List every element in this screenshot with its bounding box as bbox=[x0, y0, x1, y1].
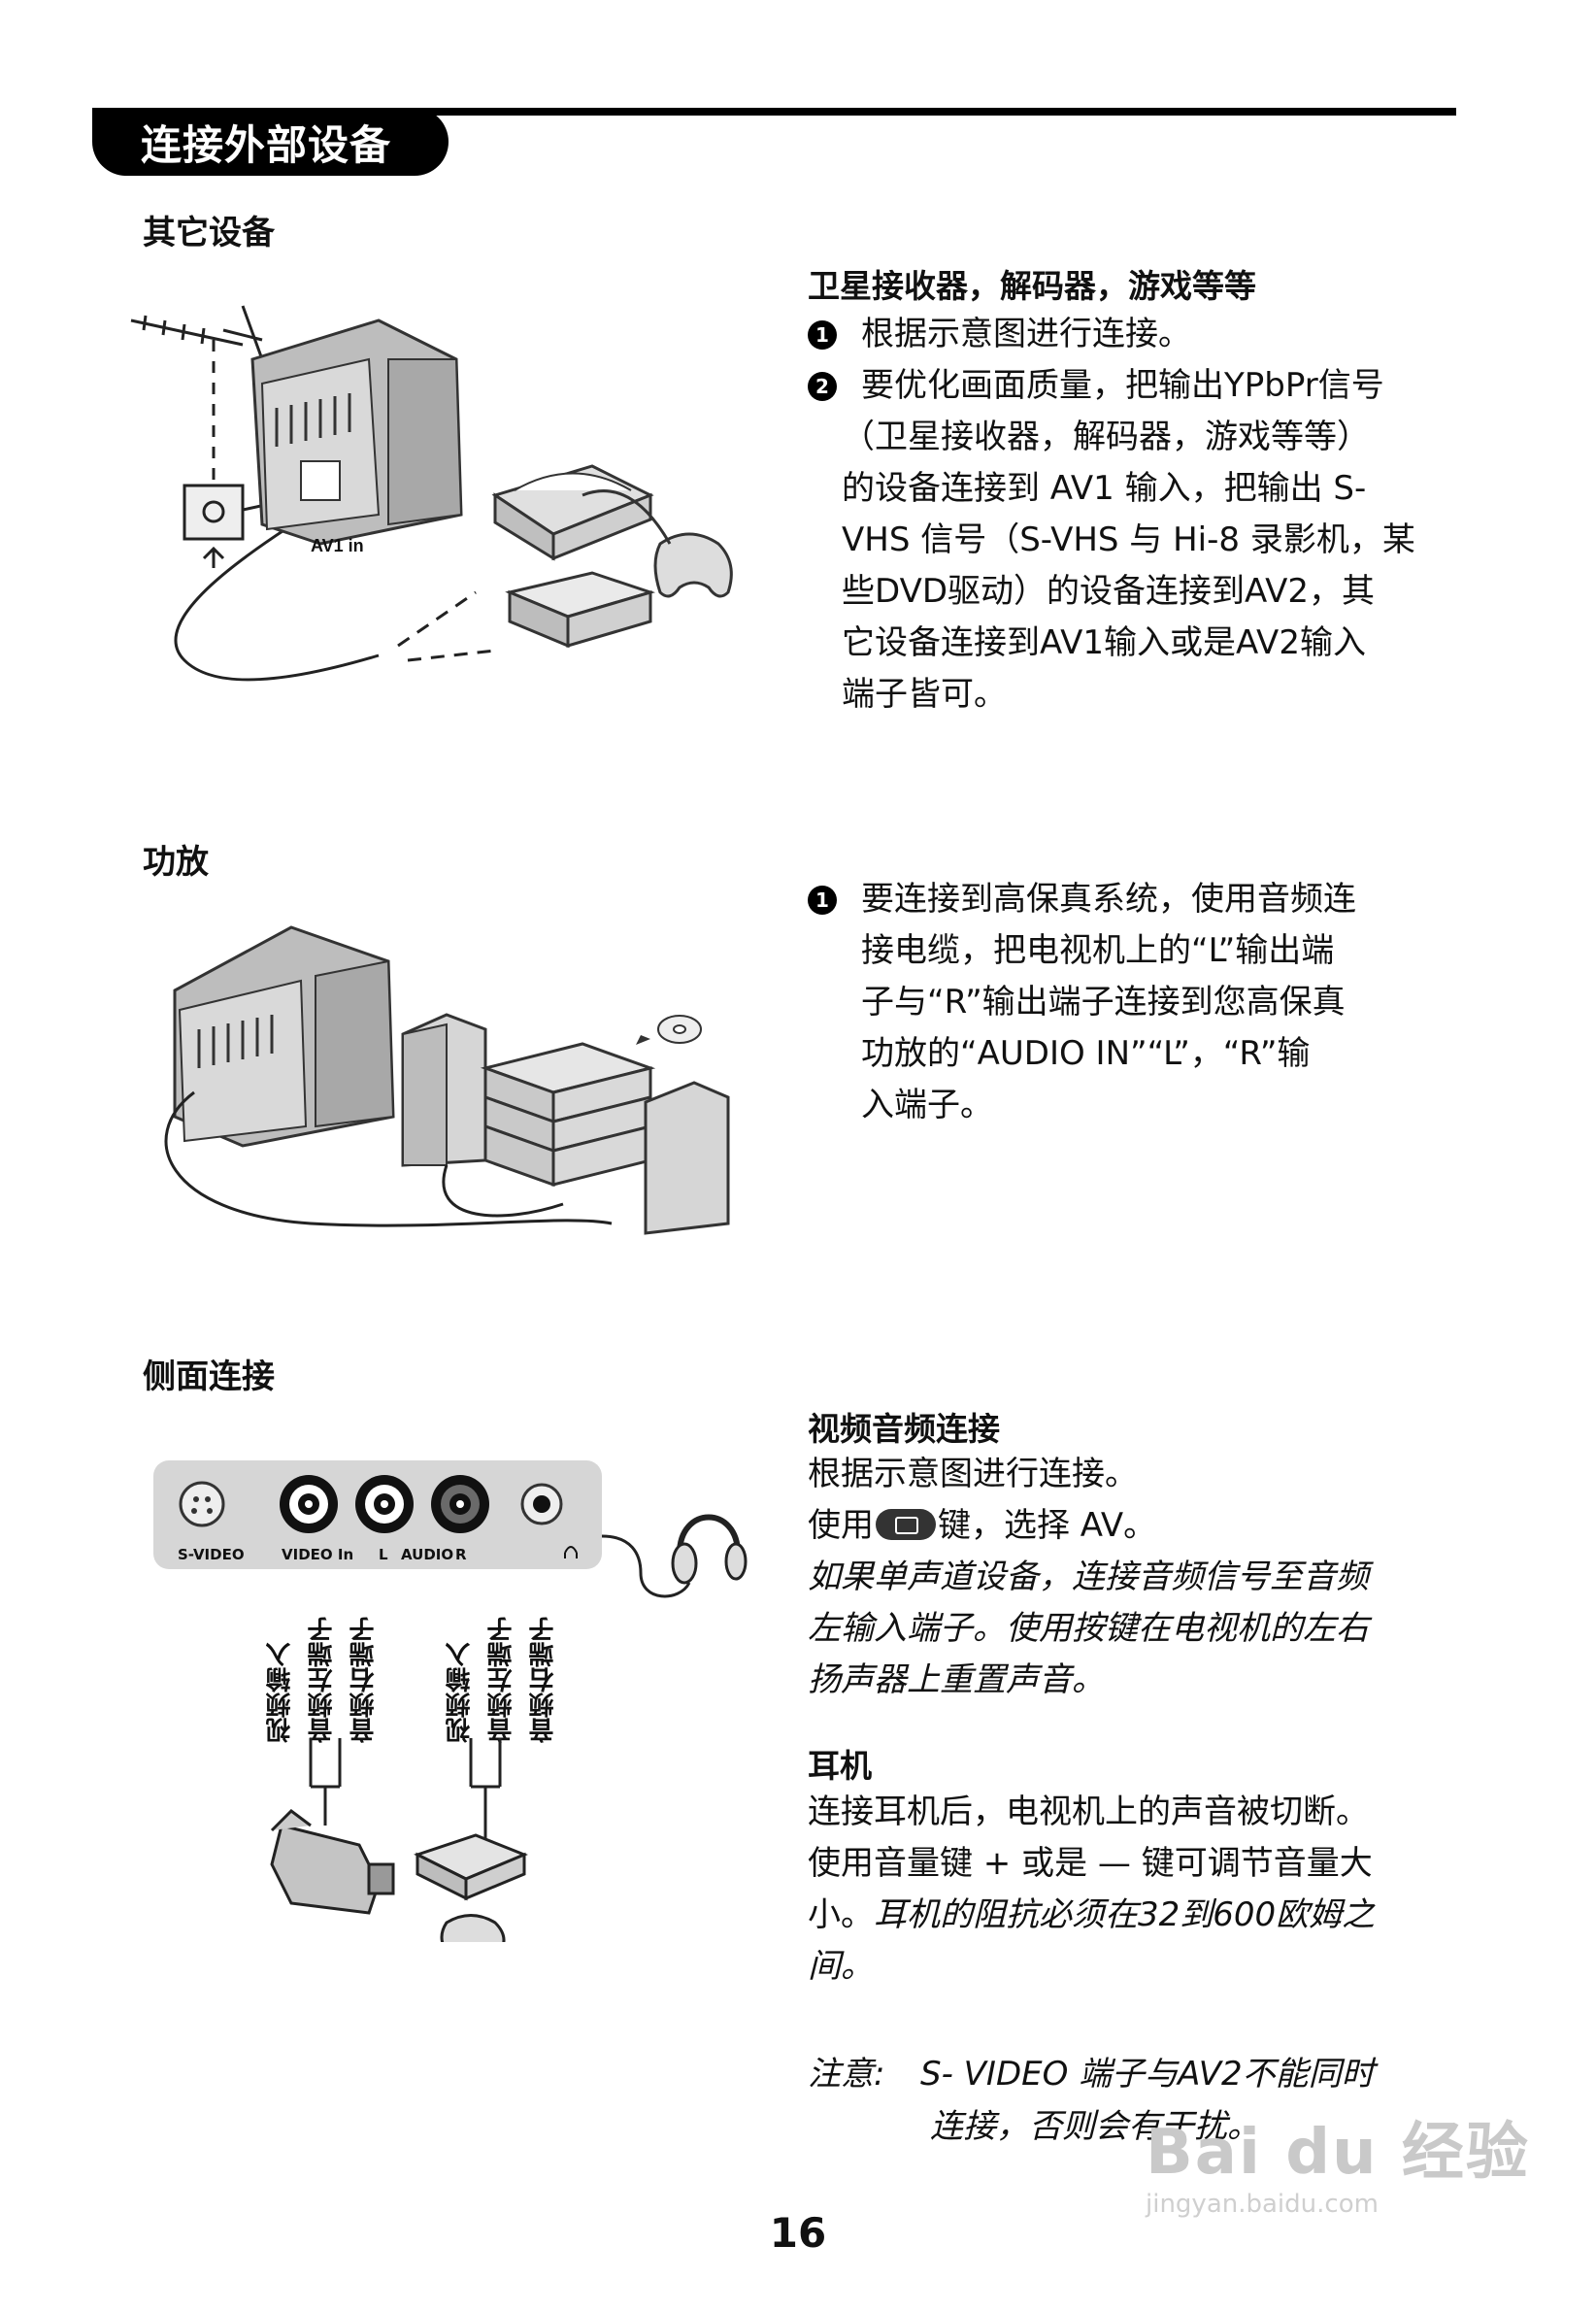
label-video-in: VIDEO In bbox=[282, 1546, 354, 1563]
label-video-input: 视频输入 bbox=[266, 1642, 295, 1743]
note-label: 注意: bbox=[808, 2055, 885, 2094]
subheading-av: 视频音频连接 bbox=[808, 1410, 1000, 1448]
other-devices-diagram: AV1 in bbox=[130, 305, 733, 682]
satellite-receiver-icon bbox=[491, 464, 654, 561]
svideo-jack-icon bbox=[179, 1481, 225, 1527]
label-audio-right: 音频右端子 bbox=[349, 1617, 379, 1743]
wall-socket-icon bbox=[183, 484, 245, 541]
label-video-input: 视频输入 bbox=[446, 1642, 475, 1743]
step-1: 1 要连接到高保真系统，使用音频连 接电缆，把电视机上的“L”输出端 子与“R”… bbox=[808, 874, 1429, 1131]
label-r: R bbox=[455, 1546, 467, 1563]
step-number: 2 bbox=[808, 372, 837, 401]
audio-l-jack-icon bbox=[355, 1475, 414, 1533]
headphone-symbol-icon bbox=[564, 1546, 578, 1558]
step-1: 1 根据示意图进行连接。 bbox=[808, 309, 1429, 360]
side-jack-panel bbox=[153, 1460, 602, 1569]
side-devices-diagram bbox=[270, 1738, 528, 1942]
step-2-continuation: （卫星接收器，解码器，游戏等等） 的设备连接到 AV1 输入，把输出 S- VH… bbox=[842, 418, 1415, 714]
label-audio-right: 音频右端子 bbox=[529, 1617, 558, 1743]
av-input-button-icon bbox=[876, 1509, 936, 1540]
other-steps: 1 根据示意图进行连接。 2 要优化画面质量，把输出YPbPr信号 （卫星接收器… bbox=[808, 309, 1429, 720]
headphones-text: 连接耳机后，电视机上的声音被切断。 使用音量键 + 或是 — 键可调节音量大 小… bbox=[808, 1793, 1376, 1986]
headphones-icon bbox=[602, 1514, 748, 1598]
label-audio-left: 音频左端子 bbox=[487, 1617, 516, 1743]
note-line-1: S- VIDEO 端子与AV2不能同时 bbox=[920, 2055, 1375, 2094]
amp-steps: 1 要连接到高保真系统，使用音频连 接电缆，把电视机上的“L”输出端 子与“R”… bbox=[808, 874, 1429, 1131]
step-2: 2 要优化画面质量，把输出YPbPr信号 bbox=[808, 360, 1429, 412]
label-audio: AUDIO bbox=[401, 1546, 454, 1563]
watermark-brand: Bai du 经验 bbox=[1146, 2117, 1530, 2189]
av-text: 根据示意图进行连接。 使用键，选择 AV。 如果单声道设备，连接音频信号至音频 … bbox=[808, 1449, 1487, 1706]
amplifier-diagram bbox=[164, 925, 730, 1235]
label-svideo: S-VIDEO bbox=[178, 1546, 245, 1563]
gamepad-icon bbox=[440, 1914, 506, 1942]
label-audio-left: 音频左端子 bbox=[308, 1617, 337, 1743]
subheading-headphones: 耳机 bbox=[808, 1747, 872, 1785]
av-select-line: 使用键，选择 AV。 bbox=[808, 1506, 1157, 1545]
tv-icon bbox=[250, 318, 463, 546]
hifi-stack-icon bbox=[480, 1042, 656, 1188]
label-l: L bbox=[379, 1546, 388, 1563]
page-number: 16 bbox=[769, 2209, 827, 2257]
video-in-jack-icon bbox=[280, 1475, 338, 1533]
side-jacks bbox=[179, 1475, 578, 1558]
headphone-jack-icon bbox=[520, 1483, 563, 1525]
note-line-2: 连接，否则会有干扰。 bbox=[930, 2107, 1260, 2146]
gamepad-icon bbox=[582, 489, 733, 598]
step-number: 1 bbox=[808, 320, 837, 350]
subheading-satellite: 卫星接收器，解码器，游戏等等 bbox=[808, 267, 1256, 305]
vertical-labels-left: 视频输入 音频左端子 音频右端子 bbox=[262, 1617, 382, 1743]
antenna-icon bbox=[130, 305, 264, 486]
game-console-icon bbox=[414, 1833, 528, 1901]
page-title: 连接外部设备 bbox=[92, 108, 449, 176]
camcorder-icon bbox=[270, 1809, 395, 1915]
section-heading-other: 其它设备 bbox=[143, 214, 275, 252]
section-heading-side: 侧面连接 bbox=[143, 1357, 275, 1396]
header-rule bbox=[92, 108, 1456, 116]
audio-r-jack-icon bbox=[431, 1475, 489, 1533]
vertical-labels-right: 视频输入 音频左端子 音频右端子 bbox=[442, 1617, 561, 1743]
av1-in-label: AV1 in bbox=[311, 536, 364, 555]
section-heading-amp: 功放 bbox=[143, 843, 209, 882]
disc-icon bbox=[636, 1015, 702, 1045]
tv-icon bbox=[173, 925, 395, 1148]
decoder-box-icon bbox=[505, 571, 656, 649]
watermark-url: jingyan.baidu.com bbox=[1146, 2190, 1379, 2219]
speaker-right-icon bbox=[644, 1081, 730, 1235]
speaker-left-icon bbox=[401, 1013, 487, 1167]
step-number: 1 bbox=[808, 886, 837, 915]
